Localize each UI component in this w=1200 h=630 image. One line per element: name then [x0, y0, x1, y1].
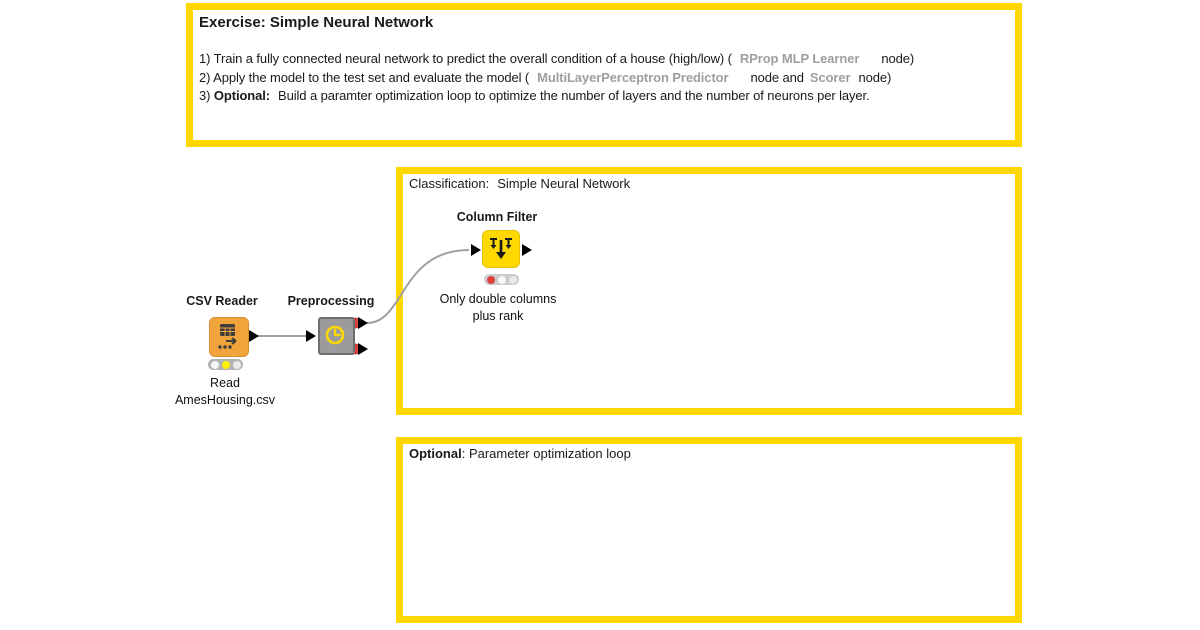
exercise-instructions: 1) Train a fully connected neural networ…	[199, 50, 1009, 106]
csv-table-glyph	[220, 324, 235, 336]
csv-annotation-line1: Read	[210, 376, 240, 390]
optional-label-line: Optional: Parameter optimization loop	[403, 444, 1015, 464]
exercise-step-1: 1) Train a fully connected neural networ…	[199, 50, 1009, 69]
optional-label: Optional	[409, 446, 462, 461]
step3-text: Build a paramter optimization loop to op…	[278, 88, 870, 103]
csv-reader-label: CSV Reader	[186, 294, 258, 308]
annotation-box-exercise[interactable]: Exercise: Simple Neural Network 1) Train…	[186, 3, 1022, 147]
node-column-filter[interactable]	[482, 230, 520, 268]
filter-annotation-line2: plus rank	[472, 309, 524, 323]
status-light-red-off	[210, 360, 219, 369]
step2-text-end: node)	[858, 69, 892, 85]
classification-label: Classification:	[409, 176, 490, 191]
annotation-box-optional[interactable]: Optional: Parameter optimization loop	[396, 437, 1022, 623]
preprocessing-input-port[interactable]	[306, 330, 316, 342]
step1-node-ref: RProp MLP Learner	[739, 51, 860, 66]
exercise-title: Exercise: Simple Neural Network	[199, 14, 434, 31]
csv-reader-icon	[218, 324, 237, 349]
status-light-red-on	[486, 275, 495, 284]
classification-label-line: Classification: Simple Neural Network	[403, 174, 1015, 194]
csv-reader-traffic-light	[208, 359, 243, 370]
filter-annotation-line1: Only double columns	[439, 292, 557, 306]
preprocessing-label: Preprocessing	[287, 294, 375, 308]
classification-title: Simple Neural Network	[497, 176, 631, 191]
exercise-step-2: 2) Apply the model to the test set and e…	[199, 69, 1009, 88]
step1-text: 1) Train a fully connected neural networ…	[199, 51, 732, 66]
step2-text: 2) Apply the model to the test set and e…	[199, 69, 530, 85]
annotation-box-exercise-content: Exercise: Simple Neural Network 1) Train…	[193, 10, 1015, 108]
step2-node-ref-1: MultiLayerPerceptron Predictor	[537, 69, 729, 85]
step1-text-end: node)	[881, 51, 915, 66]
column-filter-label: Column Filter	[456, 210, 538, 224]
column-filter-icon	[490, 238, 512, 259]
csv-reader-output-port[interactable]	[249, 330, 259, 342]
node-preprocessing[interactable]	[318, 317, 355, 355]
step3-optional-label: Optional:	[213, 88, 271, 103]
step2-text-mid: node and	[750, 69, 804, 85]
csv-reader-annotation: Read AmesHousing.csv	[150, 375, 300, 409]
status-light-green-off	[232, 360, 241, 369]
csv-arrow-glyph	[226, 337, 237, 345]
preprocessing-output-port-bottom[interactable]	[358, 343, 368, 355]
column-filter-traffic-light	[484, 274, 519, 285]
optional-text: : Parameter optimization loop	[461, 446, 631, 461]
step3-number: 3)	[199, 88, 211, 103]
exercise-step-3: 3) Optional: Build a paramter optimizatio…	[199, 87, 1009, 106]
node-csv-reader[interactable]	[209, 317, 249, 357]
step2-node-ref-2: Scorer	[809, 69, 851, 85]
clock-icon	[325, 325, 345, 345]
preprocessing-output-port-top[interactable]	[358, 317, 368, 329]
status-light-green-off	[508, 275, 517, 284]
csv-annotation-line2: AmesHousing.csv	[174, 393, 276, 407]
status-light-yellow-on	[221, 360, 230, 369]
column-filter-annotation: Only double columns plus rank	[423, 291, 573, 325]
status-light-yellow-off	[497, 275, 506, 284]
